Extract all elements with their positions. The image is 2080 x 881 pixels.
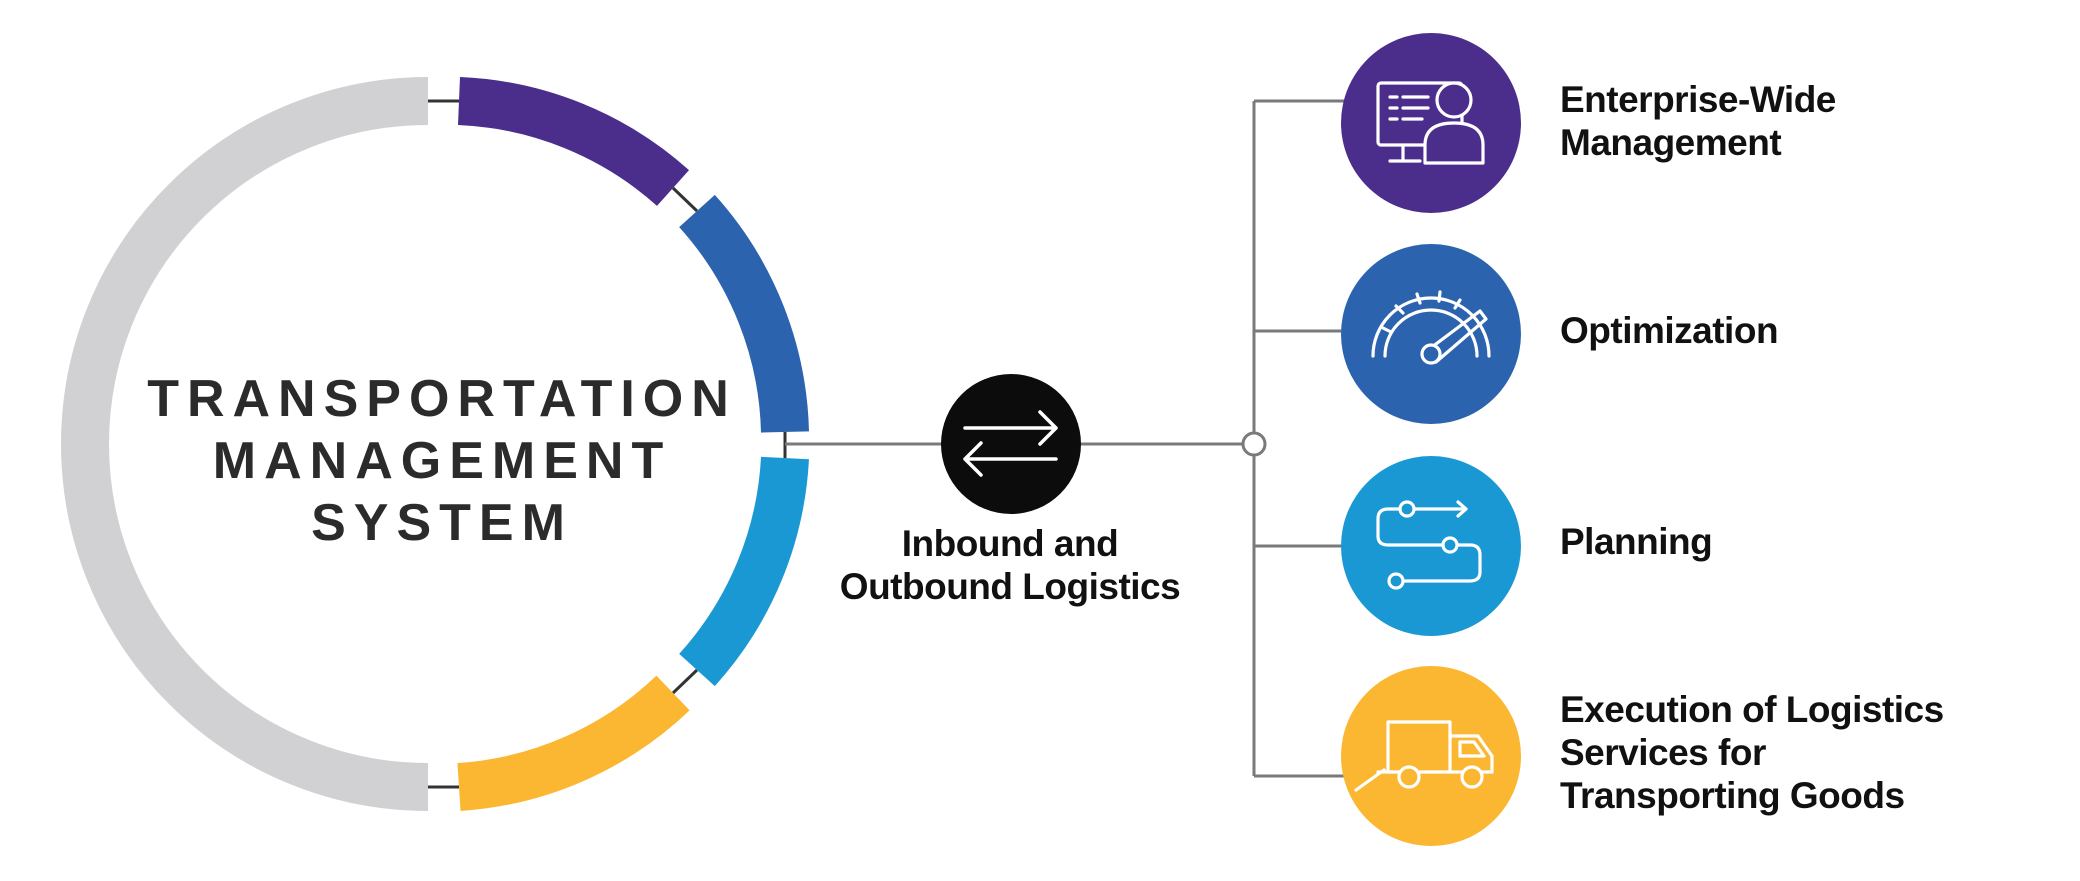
feature-label-execution: Execution of Logistics Services for Tran… <box>1560 688 1944 817</box>
delivery-truck-icon <box>1354 720 1494 792</box>
feature-circle-blue <box>1341 244 1521 424</box>
feature-label-planning: Planning <box>1560 520 1713 563</box>
hub-label: Inbound and Outbound Logistics <box>800 522 1220 608</box>
feature-circle-yellow <box>1341 666 1521 846</box>
feature-label-line: Transporting Goods <box>1560 775 1905 816</box>
ring-segment-purple <box>457 77 690 207</box>
ring-segment-gray <box>61 77 429 811</box>
feature-label-line: Execution of Logistics <box>1560 689 1944 730</box>
speedometer-icon <box>1371 290 1491 365</box>
feature-label-line: Enterprise-Wide <box>1560 79 1836 120</box>
feature-label-line: Services for <box>1560 732 1766 773</box>
ring-segment-light-blue <box>679 456 809 687</box>
feature-label-enterprise: Enterprise-Wide Management <box>1560 78 1836 164</box>
center-title-line-2: MANAGEMENT <box>212 432 672 490</box>
ring-segment-blue <box>678 194 809 433</box>
feature-label-line: Planning <box>1560 521 1713 562</box>
feature-label-line: Management <box>1560 122 1782 163</box>
hub-label-line-2: Outbound Logistics <box>839 566 1181 607</box>
arrows-exchange-icon <box>963 410 1058 477</box>
center-title: TRANSPORTATION MANAGEMENT SYSTEM <box>132 368 752 554</box>
hub-label-line-1: Inbound and <box>901 523 1119 564</box>
junction-node <box>1241 431 1267 457</box>
feature-label-line: Optimization <box>1560 310 1779 351</box>
feature-circle-purple <box>1341 33 1521 213</box>
center-title-line-3: SYSTEM <box>311 494 573 552</box>
feature-label-optimization: Optimization <box>1560 309 1779 352</box>
ring-segment-yellow <box>457 675 690 811</box>
center-title-line-1: TRANSPORTATION <box>147 370 737 428</box>
computer-user-icon <box>1376 81 1485 165</box>
hub-circle <box>941 374 1081 514</box>
route-planning-icon <box>1376 500 1482 590</box>
